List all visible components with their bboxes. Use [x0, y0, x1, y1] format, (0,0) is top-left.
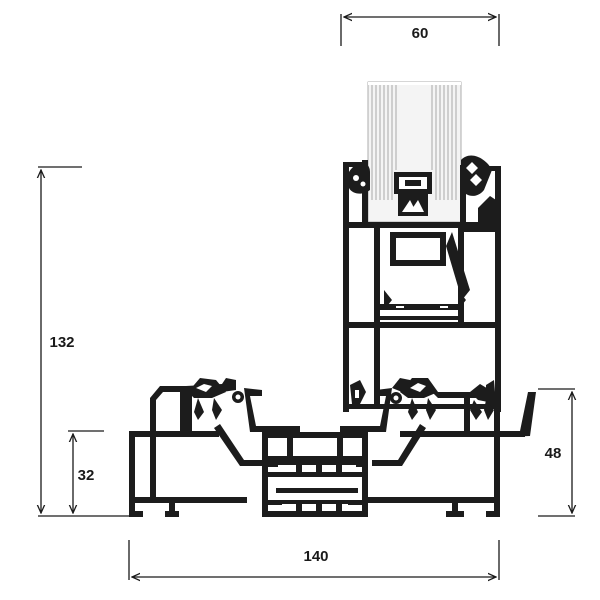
dimension-48-label: 48: [545, 445, 562, 462]
dimension-32-label: 32: [78, 467, 95, 484]
dimension-140: 140: [128, 540, 500, 580]
dimension-48: 48: [538, 388, 575, 517]
dimension-32: 32: [68, 430, 104, 513]
frame-profile: [129, 378, 536, 517]
sash-profile: [343, 155, 501, 412]
dimension-60-label: 60: [412, 25, 429, 42]
dimension-140-label: 140: [303, 548, 328, 565]
glass-unit: [367, 81, 462, 223]
dimension-132-label: 132: [49, 334, 74, 351]
dimension-60: 60: [340, 14, 500, 46]
glass-spacer: [394, 172, 432, 216]
dimension-132: 132: [38, 166, 130, 517]
